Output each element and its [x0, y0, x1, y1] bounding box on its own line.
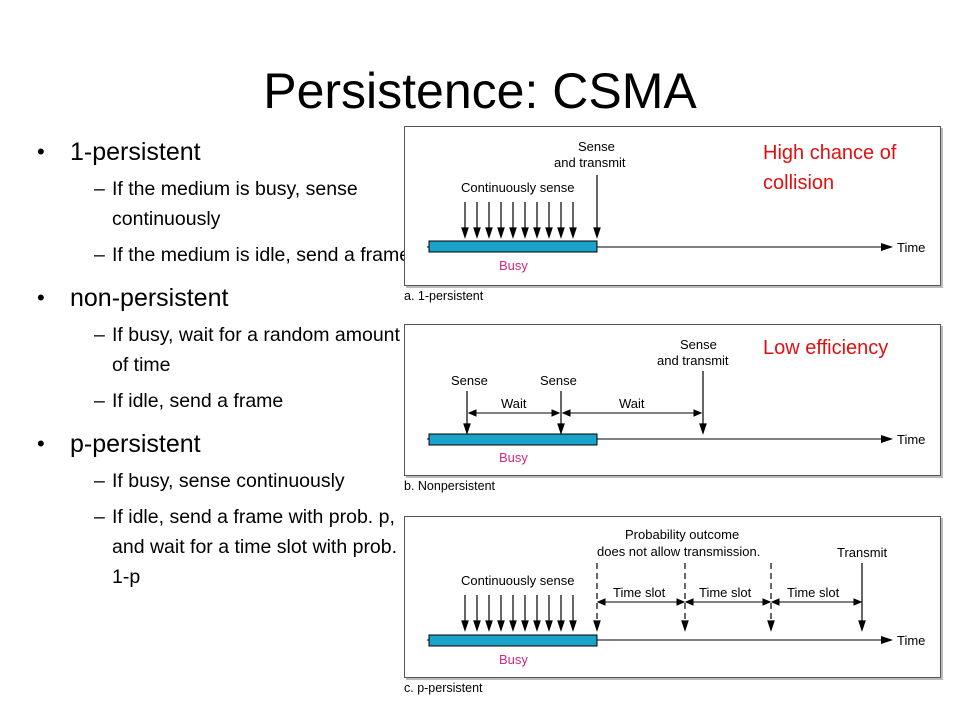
- sub-bullet: – If the medium is busy, sense continuou…: [32, 174, 412, 234]
- bullet-label: non-persistent: [70, 284, 229, 312]
- wait-interval-b: [561, 409, 703, 417]
- sub-bullet: – If idle, send a frame: [32, 386, 412, 416]
- dash-glyph: –: [94, 324, 105, 346]
- time-slot-intervals: [596, 598, 863, 606]
- sub-bullet-text: If busy, wait for a random amount of tim…: [112, 324, 400, 376]
- time-arrowhead: [881, 435, 893, 443]
- sub-bullet: – If the medium is idle, send a frame: [32, 240, 412, 270]
- sense-transmit-label: Sense: [578, 139, 615, 154]
- time-label: Time: [897, 633, 925, 648]
- busy-bar: [428, 433, 598, 446]
- note-high-collision: High chance of collision: [763, 142, 897, 194]
- time-slot-label: Time slot: [613, 585, 666, 600]
- caption-nonpersistent: b. Nonpersistent: [404, 479, 496, 493]
- diagram-1-persistent-svg: Time Busy Continuously sense Sense and t…: [427, 139, 925, 273]
- dash-glyph: –: [94, 470, 105, 492]
- continuously-sense-label: Continuously sense: [461, 180, 574, 195]
- note-low-efficiency: Low efficiency: [763, 337, 889, 359]
- time-arrowhead: [881, 636, 893, 644]
- diagram-p-persistent: Time Busy Continuously sense Probability…: [404, 516, 941, 678]
- wait-label: Wait: [501, 396, 527, 411]
- sense-transmit-label: Sense: [680, 337, 717, 352]
- busy-bar: [428, 240, 598, 253]
- bullet-p-persistent: • p-persistent: [32, 428, 412, 460]
- sub-bullet-text: If the medium is busy, sense continuousl…: [112, 178, 358, 230]
- dash-glyph: –: [94, 178, 105, 200]
- bullet-dot: •: [37, 139, 45, 164]
- sub-bullet: – If idle, send a frame with prob. p, an…: [32, 502, 412, 592]
- transmit-label: Transmit: [837, 545, 887, 560]
- sub-bullet-text: If busy, sense continuously: [112, 470, 345, 492]
- dash-glyph: –: [94, 390, 105, 412]
- continuously-sense-label: Continuously sense: [461, 573, 574, 588]
- transmit-arrow: [593, 175, 601, 239]
- busy-label: Busy: [499, 450, 528, 465]
- sub-bullet: – If busy, wait for a random amount of t…: [32, 320, 412, 380]
- sense-label: Sense: [540, 373, 577, 388]
- sense-label: Sense: [451, 373, 488, 388]
- slide-title: Persistence: CSMA: [263, 63, 697, 119]
- wait-interval-a: [467, 409, 561, 417]
- sense-arrows: [461, 595, 577, 632]
- sense-arrows: [463, 371, 707, 435]
- busy-label: Busy: [499, 258, 528, 273]
- bullet-dot: •: [37, 285, 45, 310]
- sub-bullet-text: If the medium is idle, send a frame: [112, 244, 411, 266]
- transmit-arrow: [858, 563, 866, 632]
- sub-bullet: – If busy, sense continuously: [32, 466, 412, 496]
- diagram-1-persistent: Time Busy Continuously sense Sense and t…: [404, 126, 941, 286]
- probability-label: does not allow transmission.: [597, 544, 760, 559]
- diagram-nonpersistent-svg: Time Busy Sense Sense Sense and transmit…: [427, 337, 925, 465]
- time-slot-label: Time slot: [699, 585, 752, 600]
- wait-label: Wait: [619, 396, 645, 411]
- bullet-label: p-persistent: [70, 430, 201, 458]
- time-slot-label: Time slot: [787, 585, 840, 600]
- time-arrowhead: [881, 243, 893, 251]
- bullet-label: 1-persistent: [70, 138, 201, 166]
- sub-bullet-text: If idle, send a frame: [112, 390, 284, 412]
- sub-bullet-text: If idle, send a frame with prob. p, and …: [112, 506, 398, 588]
- bullet-1-persistent: • 1-persistent: [32, 136, 412, 168]
- caption-1-persistent: a. 1-persistent: [404, 289, 484, 303]
- sense-transmit-label: and transmit: [657, 353, 729, 368]
- busy-label: Busy: [499, 652, 528, 667]
- sense-arrows: [461, 202, 577, 239]
- time-label: Time: [897, 240, 925, 255]
- bullet-list: • 1-persistent – If the medium is busy, …: [32, 136, 412, 592]
- sense-transmit-label: and transmit: [554, 155, 626, 170]
- bullet-non-persistent: • non-persistent: [32, 282, 412, 314]
- bullet-dot: •: [37, 431, 45, 456]
- dash-glyph: –: [94, 506, 105, 528]
- diagram-p-persistent-svg: Time Busy Continuously sense Probability…: [427, 527, 925, 667]
- busy-bar: [428, 634, 598, 647]
- caption-p-persistent: c. p-persistent: [404, 681, 483, 695]
- dashed-slot-arrows: [593, 563, 775, 632]
- time-label: Time: [897, 432, 925, 447]
- probability-label: Probability outcome: [625, 527, 739, 542]
- dash-glyph: –: [94, 244, 105, 266]
- diagram-nonpersistent: Time Busy Sense Sense Sense and transmit…: [404, 324, 941, 476]
